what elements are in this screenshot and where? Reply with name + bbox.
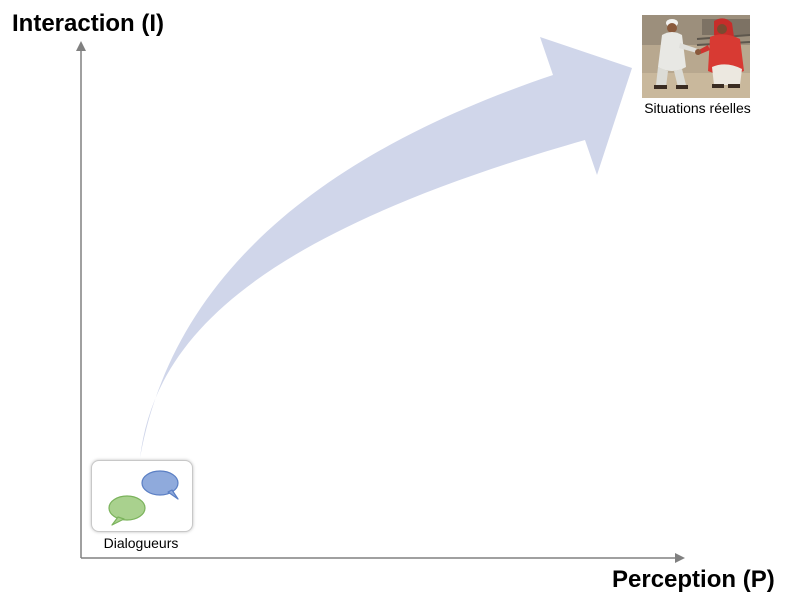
progression-arrow <box>140 37 632 458</box>
situations-reelles-label: Situations réelles <box>644 100 751 116</box>
person-in-white <box>654 19 698 89</box>
blue-speech-bubble <box>141 470 179 500</box>
dialogueurs-box <box>91 460 193 532</box>
real-situation-photo <box>642 15 750 98</box>
x-axis-title: Perception (P) <box>612 566 775 593</box>
speech-bubbles-icon <box>108 470 179 526</box>
dialogueurs-label: Dialogueurs <box>103 535 179 551</box>
person-in-red <box>697 18 744 88</box>
green-speech-bubble <box>108 495 146 526</box>
y-axis-title: Interaction (I) <box>12 10 165 37</box>
photo-two-people-greeting <box>642 15 750 98</box>
